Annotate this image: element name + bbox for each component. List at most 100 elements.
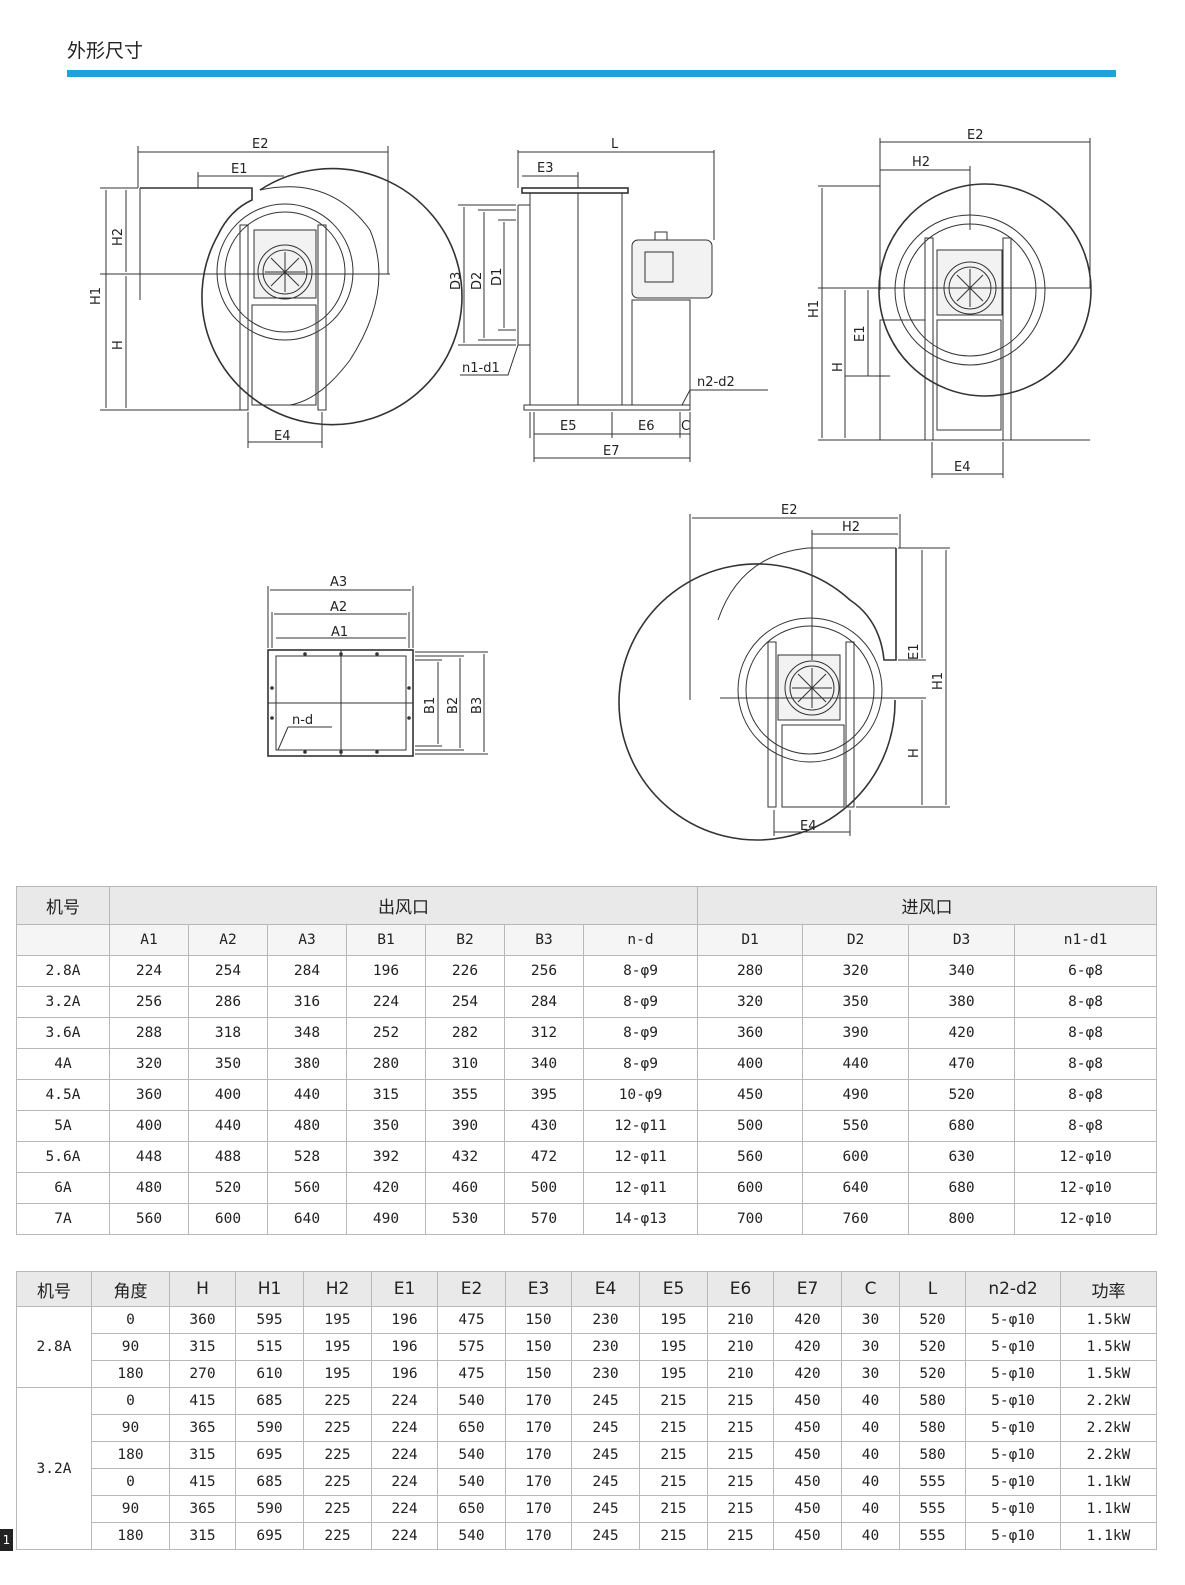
side-d2-label: D2 [470,272,485,290]
table-cell: 432 [425,1141,505,1173]
table-cell: 284 [267,955,347,987]
table-cell: 210 [707,1333,774,1361]
table-cell: 360 [697,1017,804,1049]
table-cell: 315 [169,1522,236,1550]
side-d1-label: D1 [490,268,505,286]
table-cell: 680 [908,1110,1016,1142]
table-cell: 230 [571,1333,640,1361]
table-cell: 150 [505,1333,572,1361]
table-cell: 245 [571,1468,640,1496]
table-cell: 226 [425,955,505,987]
right-h2-label: H2 [912,155,930,170]
table-cell: 450 [697,1079,804,1111]
table-cell: 2.2kW [1060,1387,1157,1415]
table-cell: 195 [303,1360,372,1388]
table-cell: 450 [773,1387,842,1415]
table-cell: 540 [437,1441,506,1469]
table-cell: 256 [109,986,189,1018]
table-cell: 286 [188,986,268,1018]
table-cell: 40 [841,1414,900,1442]
table-cell: 355 [425,1079,505,1111]
page-number: 1 [0,1529,13,1551]
table-cell: 30 [841,1360,900,1388]
table-cell: 380 [267,1048,347,1080]
table-cell: 254 [188,955,268,987]
table-cell: 170 [505,1468,572,1496]
table-cell: 12-φ11 [582,1141,699,1173]
table-cell: 380 [908,986,1016,1018]
table-cell: 520 [188,1172,268,1204]
table-cell: 280 [346,1048,426,1080]
side-c-label: C [681,419,690,434]
table-cell: 420 [346,1172,426,1204]
table-cell: 12-φ10 [1014,1203,1158,1235]
rot-h-label: H [907,748,922,758]
table-cell: 225 [303,1495,372,1523]
table-cell: 540 [437,1387,506,1415]
table-cell: 312 [504,1017,584,1049]
table-cell: 12-φ11 [582,1110,699,1142]
t2-header-cell: E5 [639,1271,708,1307]
table-cell: 316 [267,986,347,1018]
side-e3-label: E3 [537,161,554,176]
table-cell: 560 [697,1141,804,1173]
right-e1-label: E1 [853,326,868,343]
table-cell: 5-φ10 [965,1360,1061,1388]
t1-subheader-cell: A3 [267,924,347,956]
page-title: 外形尺寸 [67,40,144,62]
t2-header-cell: E1 [371,1271,438,1307]
table-cell: 8-φ9 [582,1017,699,1049]
t1-header-model: 机号 [16,886,110,925]
table-cell: 580 [899,1441,966,1469]
rot-e4-label: E4 [800,819,817,834]
table-cell: 225 [303,1522,372,1550]
table-cell: 540 [437,1522,506,1550]
table-cell: 245 [571,1387,640,1415]
table-cell: 395 [504,1079,584,1111]
table-cell: 340 [908,955,1016,987]
table-cell: 40 [841,1495,900,1523]
table-cell: 0 [91,1387,170,1415]
table-cell: 600 [697,1172,804,1204]
t2-header-cell: 角度 [91,1271,170,1307]
right-e4-label: E4 [954,460,971,475]
table-cell: 480 [267,1110,347,1142]
table-cell: 150 [505,1360,572,1388]
table-cell: 1.5kW [1060,1333,1157,1361]
side-n2d2-label: n2-d2 [697,375,735,390]
front-e4-label: E4 [274,429,291,444]
table-cell: 195 [639,1333,708,1361]
table-cell: 245 [571,1495,640,1523]
table-cell: 1.1kW [1060,1522,1157,1550]
table-cell: 318 [188,1017,268,1049]
table-cell: 40 [841,1387,900,1415]
table-cell: 245 [571,1522,640,1550]
table-cell: 350 [346,1110,426,1142]
table-cell: 5-φ10 [965,1333,1061,1361]
right-h-label: H [831,362,846,372]
table-cell: 450 [773,1414,842,1442]
table-cell: 310 [425,1048,505,1080]
table-cell: 224 [371,1522,438,1550]
table-cell: 5-φ10 [965,1414,1061,1442]
outlet-b2-label: B2 [446,697,461,714]
table-cell: 196 [346,955,426,987]
table-cell: 580 [899,1387,966,1415]
table-cell: 8-φ8 [1014,1110,1158,1142]
table-cell: 170 [505,1522,572,1550]
table-cell: 195 [639,1306,708,1334]
table-cell: 365 [169,1414,236,1442]
t2-header-cell: 机号 [16,1271,92,1307]
dimension-drawings: E2 E1 H2 H1 H E4 L E3 D3 D2 D1 n1-d1 n2-… [89,128,1092,841]
table-cell: 245 [571,1441,640,1469]
table-cell: 10-φ9 [582,1079,699,1111]
table-cell: 5-φ10 [965,1306,1061,1334]
outlet-b3-label: B3 [470,697,485,714]
table-cell: 196 [371,1333,438,1361]
t2-header-cell: E4 [571,1271,640,1307]
